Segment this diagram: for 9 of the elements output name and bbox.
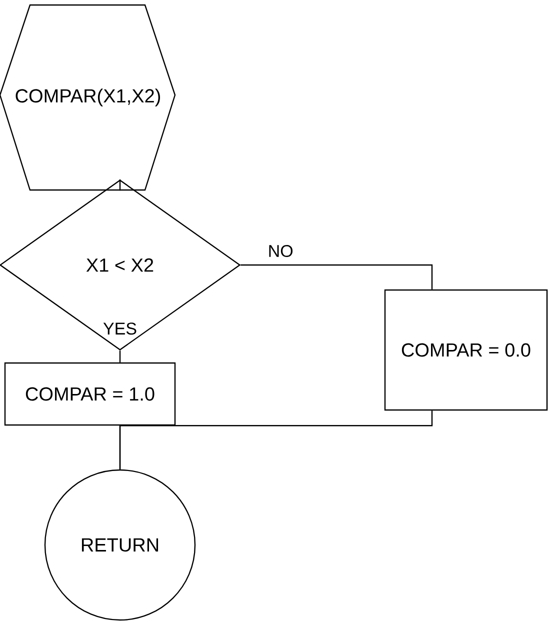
connector-line bbox=[119, 179, 121, 191]
edge-label: NO bbox=[266, 244, 294, 258]
connector-line bbox=[119, 410, 433, 470]
process-box: COMPAR = 1.0 bbox=[4, 362, 176, 426]
start-hexagon: COMPAR(X1,X2) bbox=[0, 4, 176, 191]
edge-label: YES bbox=[102, 322, 138, 336]
connector-line bbox=[119, 350, 121, 362]
connector-line bbox=[240, 264, 433, 290]
process-box: COMPAR = 0.0 bbox=[384, 289, 548, 411]
